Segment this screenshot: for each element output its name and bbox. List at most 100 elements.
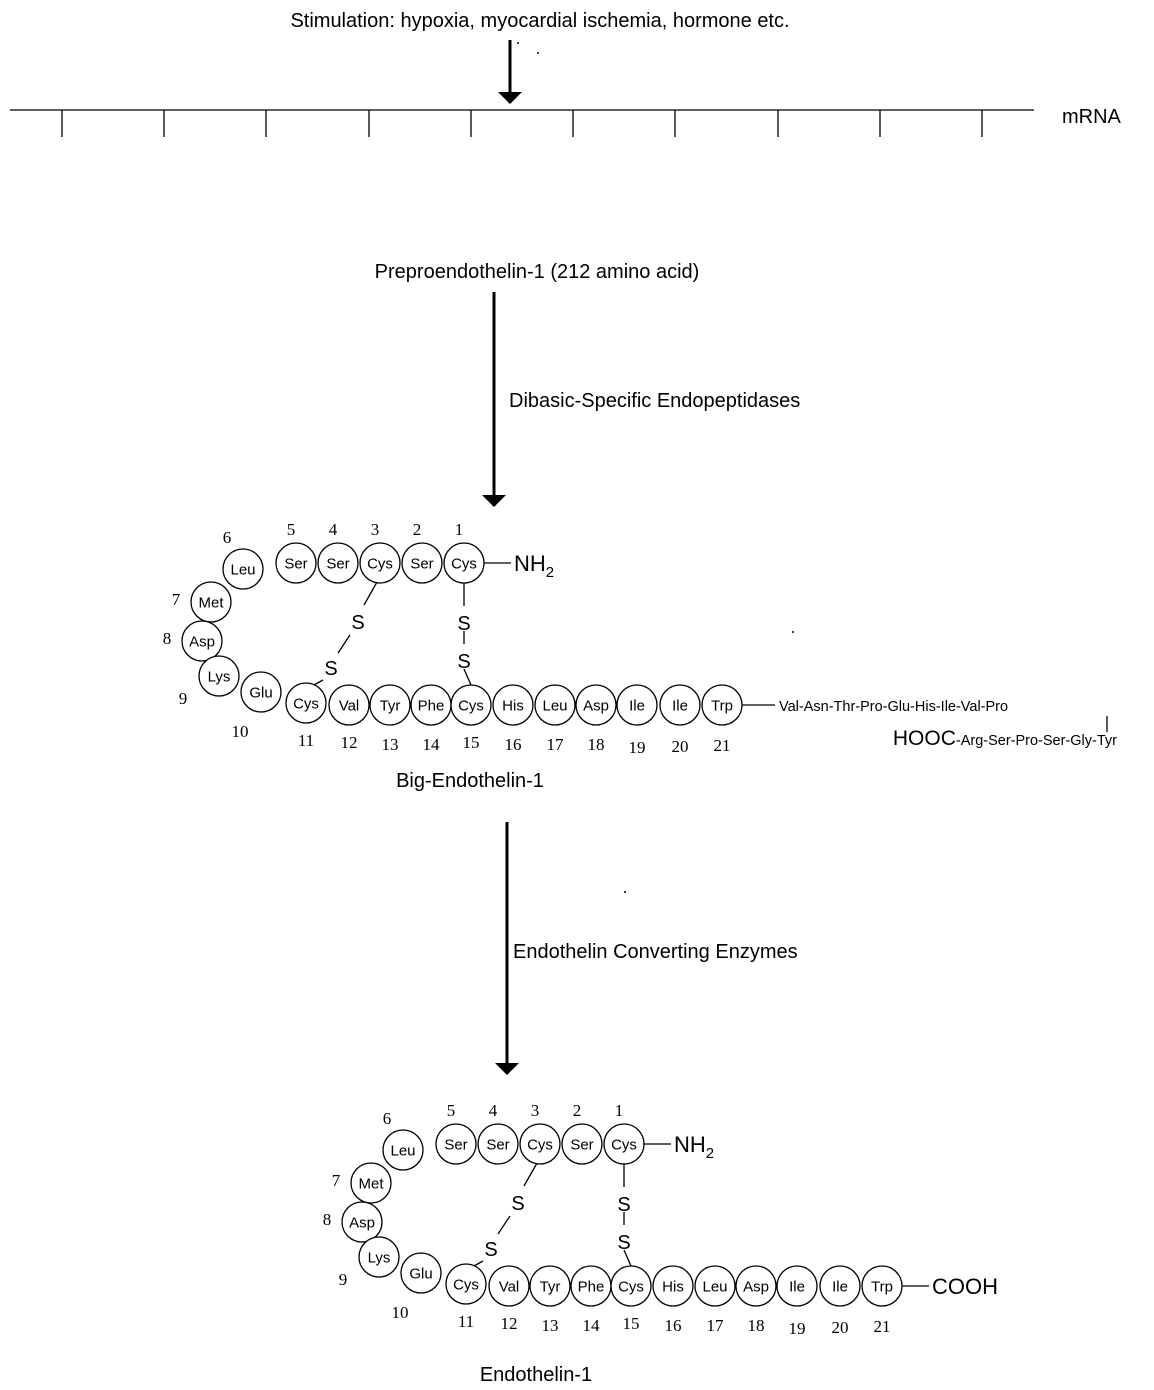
residue-circle (561, 1123, 603, 1165)
residue-circle (359, 542, 401, 584)
residue-name: Val (339, 698, 360, 715)
endothelin-1-name: Endothelin-1 (480, 1364, 592, 1386)
residue-circle (369, 684, 411, 726)
sulfur-atom: S (457, 651, 470, 673)
residue-name: Cys (458, 698, 484, 715)
disulfide-bond-3-11 (363, 581, 378, 606)
endothelin-1-structure: SSSSCys1Ser2Cys3Ser4Ser5Leu6Met7Asp8Lys9… (323, 1101, 998, 1338)
residue-name: Met (358, 1176, 384, 1193)
sulfur-atom: S (457, 613, 470, 635)
residue-number: 8 (163, 629, 172, 648)
residue-circle (445, 1263, 487, 1305)
residue-number: 9 (339, 1270, 348, 1289)
sulfur-atom: S (324, 658, 337, 680)
residue-number: 6 (223, 528, 232, 547)
big-et1-extension-line-1: Val-Asn-Thr-Pro-Glu-His-Ile-Val-Pro (779, 699, 1008, 715)
residue-number: 18 (748, 1316, 765, 1335)
residue-name: Ser (326, 556, 349, 573)
stray-dot (517, 42, 519, 44)
residue-name: Cys (293, 696, 319, 713)
residue-circle (652, 1265, 694, 1307)
residue-circle (575, 684, 617, 726)
residue-number: 21 (714, 736, 731, 755)
residue-number: 17 (707, 1316, 725, 1335)
residue-name: Trp (711, 698, 733, 715)
residue-name: Trp (871, 1279, 893, 1296)
disulfide-bond-3-11 (337, 634, 351, 654)
residue-name: Ser (284, 556, 307, 573)
precursor-label: Preproendothelin-1 (212 amino acid) (375, 261, 700, 283)
mrna-ticks (61, 110, 983, 137)
residue-number: 16 (665, 1316, 682, 1335)
residue-circle (694, 1265, 736, 1307)
residue-circle (358, 1236, 400, 1278)
residue-number: 15 (463, 733, 480, 752)
residue-circle (435, 1123, 477, 1165)
stimulation-label: Stimulation: hypoxia, myocardial ischemi… (290, 10, 789, 32)
sulfur-atom: S (511, 1193, 524, 1215)
residue-name: Asp (349, 1215, 375, 1232)
disulfide-bond-3-11 (523, 1162, 538, 1187)
residue-name: Ser (570, 1137, 593, 1154)
disulfide-bond-1-15 (463, 668, 472, 686)
residue-name: Val (499, 1279, 520, 1296)
residue-circle (350, 1162, 392, 1204)
residue-circle (181, 620, 223, 662)
residue-circle (610, 1265, 652, 1307)
stray-dot (792, 631, 794, 633)
n-terminus-label: NH2 (674, 1132, 714, 1162)
residue-name: Cys (453, 1277, 479, 1294)
residue-circle (477, 1123, 519, 1165)
residue-number: 5 (447, 1101, 456, 1120)
residue-name: Ile (672, 698, 688, 715)
residue-number: 4 (329, 520, 338, 539)
disulfide-bond-3-11 (313, 679, 324, 686)
residue-name: Cys (451, 556, 477, 573)
residue-number: 14 (423, 735, 441, 754)
enzyme-label-1: Dibasic-Specific Endopeptidases (509, 390, 800, 412)
residue-circle (450, 684, 492, 726)
residue-name: Leu (702, 1279, 727, 1296)
residue-number: 21 (874, 1317, 891, 1336)
residue-name: Asp (583, 698, 609, 715)
residue-name: Ile (832, 1279, 848, 1296)
residue-circle (240, 671, 282, 713)
residue-number: 11 (458, 1312, 474, 1331)
residue-number: 9 (179, 689, 188, 708)
residue-number: 10 (232, 722, 249, 741)
c-terminus-label: COOH (932, 1274, 998, 1299)
residue-circle (328, 684, 370, 726)
residue-number: 7 (172, 590, 181, 609)
disulfide-bond-3-11 (473, 1260, 484, 1267)
residue-number: 3 (531, 1101, 540, 1120)
residue-circle (275, 542, 317, 584)
n-terminus-label: NH2 (514, 551, 554, 581)
residue-number: 10 (392, 1303, 409, 1322)
residue-number: 14 (583, 1316, 601, 1335)
residue-circle (616, 684, 658, 726)
residue-number: 6 (383, 1109, 392, 1128)
residue-number: 7 (332, 1171, 341, 1190)
residue-name: Tyr (380, 698, 401, 715)
residue-number: 19 (789, 1319, 806, 1338)
residue-number: 20 (832, 1318, 849, 1337)
residue-name: Leu (390, 1143, 415, 1160)
residue-name: Lys (208, 669, 231, 686)
sulfur-atom: S (617, 1194, 630, 1216)
residue-circle (735, 1265, 777, 1307)
residue-circle (382, 1129, 424, 1171)
residue-name: Cys (611, 1137, 637, 1154)
residue-name: Phe (578, 1279, 605, 1296)
residue-name: Asp (189, 634, 215, 651)
residue-number: 11 (298, 731, 314, 750)
residue-circle (341, 1201, 383, 1243)
residue-name: Glu (249, 685, 272, 702)
residue-number: 17 (547, 735, 565, 754)
residue-circle (819, 1265, 861, 1307)
mrna-label: mRNA (1062, 106, 1122, 128)
residue-circle (488, 1265, 530, 1307)
residue-number: 13 (382, 735, 399, 754)
big-endothelin-1-name: Big-Endothelin-1 (396, 770, 544, 792)
residue-name: His (662, 1279, 684, 1296)
